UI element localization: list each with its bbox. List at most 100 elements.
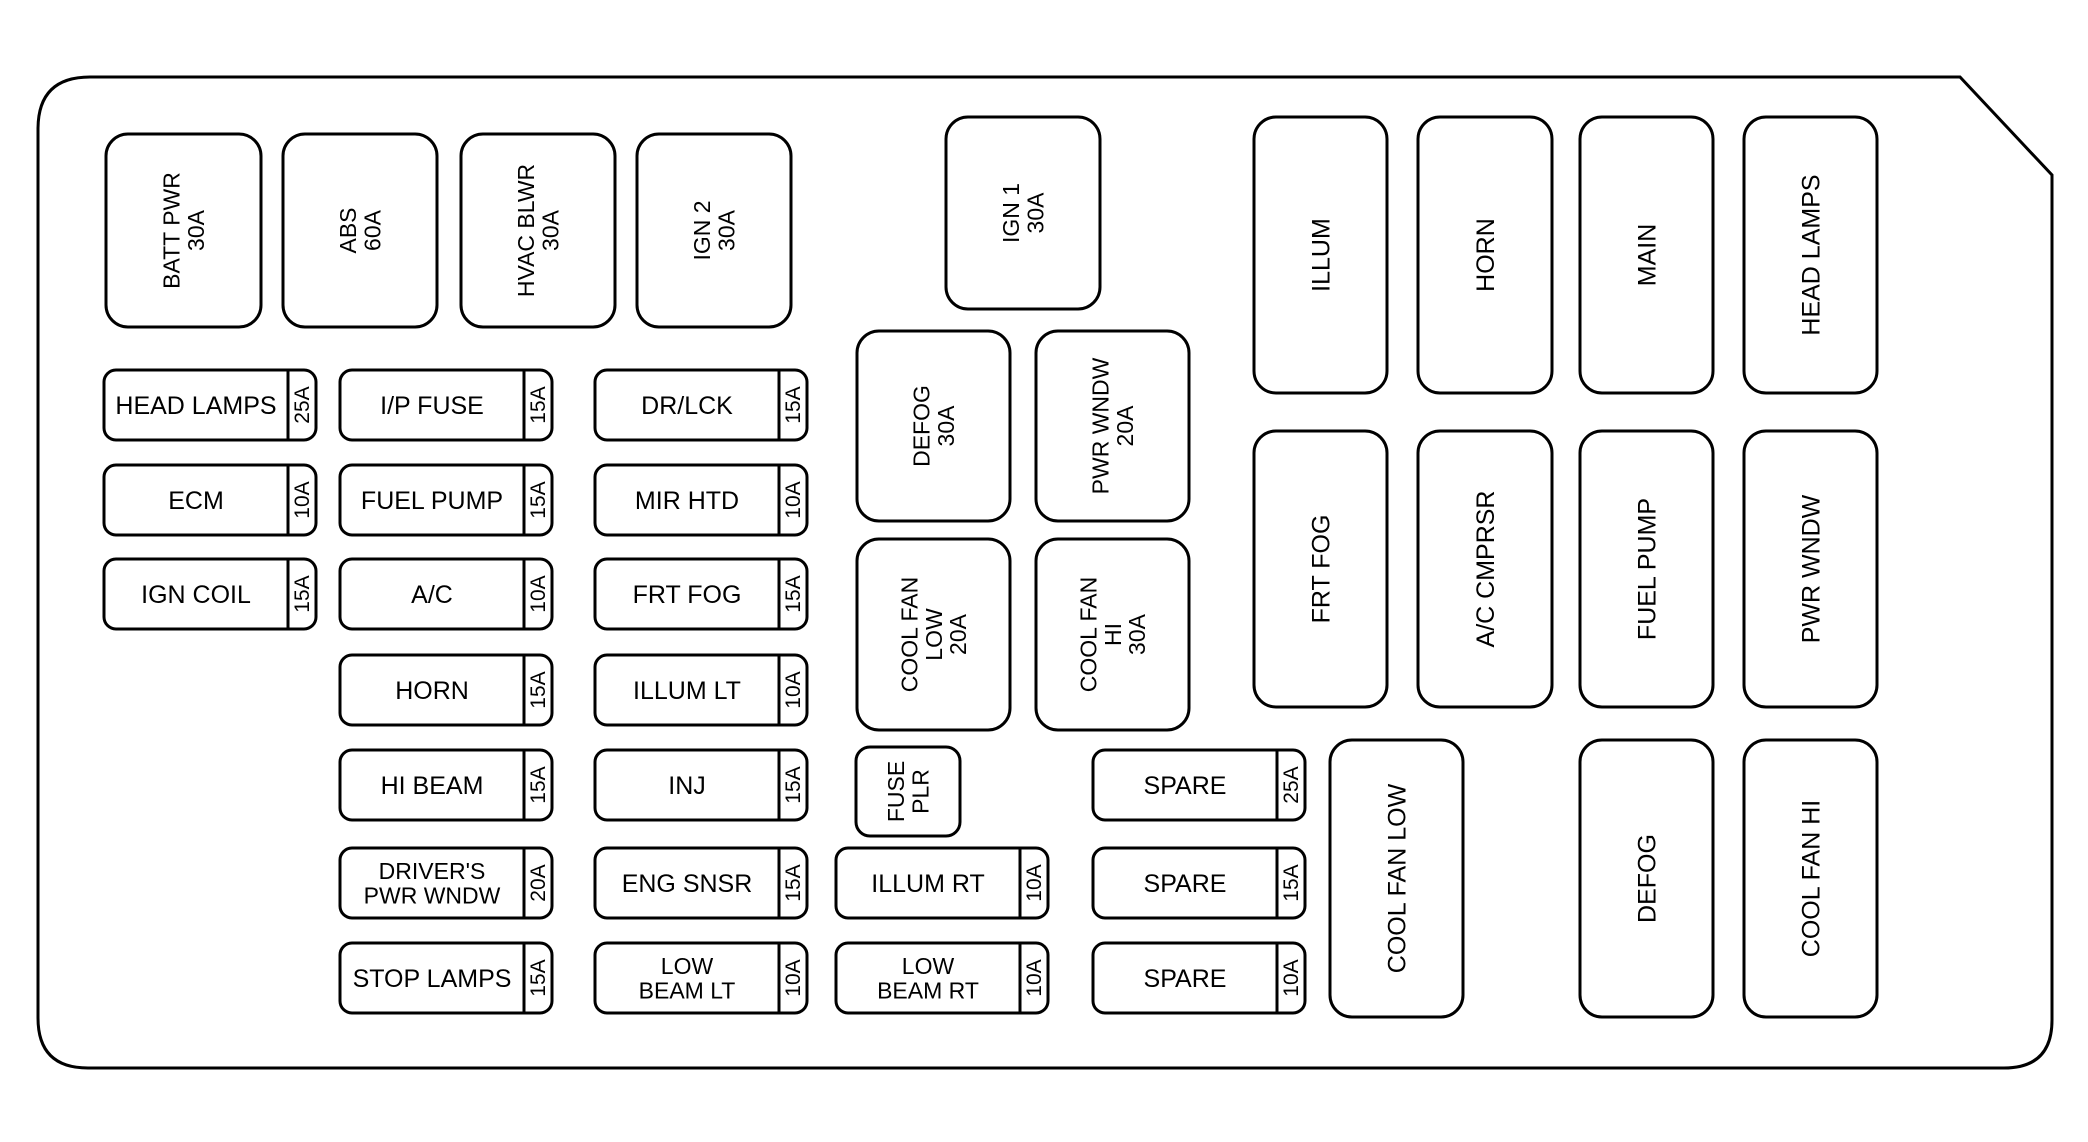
maxi-fuse-ign1[interactable]: IGN 130A: [944, 115, 1102, 311]
fuse-label: A/C: [411, 581, 453, 609]
relay-illum-relay[interactable]: ILLUM: [1252, 115, 1389, 395]
relay-defog-relay[interactable]: DEFOG: [1578, 738, 1715, 1019]
relay-body: [1328, 738, 1465, 1019]
fuse-rating: 10A: [1023, 864, 1046, 901]
fuse-body: [944, 115, 1102, 311]
relay-head-lamps-relay[interactable]: HEAD LAMPS: [1742, 115, 1879, 395]
fuse-body: [281, 132, 439, 329]
relay-label: COOL FAN LOW: [1384, 783, 1412, 973]
fuse-puller-body: [854, 745, 962, 838]
relay-ac-cmprsr-relay[interactable]: A/C CMPRSR: [1416, 429, 1554, 709]
relay-label: HEAD LAMPS: [1798, 174, 1826, 335]
relay-cool-fan-hi-relay[interactable]: COOL FAN HI: [1742, 738, 1879, 1019]
fuse-label: BATT PWR30A: [159, 172, 209, 289]
fuse-rating: 10A: [291, 481, 314, 518]
maxi-fuse-batt-pwr[interactable]: BATT PWR30A: [104, 132, 263, 329]
fuse-rating: 10A: [527, 575, 550, 612]
maxi-fuse-hvac-blwr[interactable]: HVAC BLWR30A: [459, 132, 617, 329]
relay-body: [1252, 429, 1389, 709]
fuse-body: [338, 463, 554, 537]
fuse-puller-label-line: FUSE: [883, 761, 909, 822]
relay-pwr-wndw-relay[interactable]: PWR WNDW: [1742, 429, 1879, 709]
relay-fuel-pump-relay[interactable]: FUEL PUMP: [1578, 429, 1715, 709]
mid-fuse-cool-fan-low-fuse[interactable]: COOL FANLOW20A: [855, 537, 1012, 732]
relay-main-relay[interactable]: MAIN: [1578, 115, 1715, 395]
mini-fuse-illum-lt[interactable]: ILLUM LT 10A: [593, 653, 809, 727]
fuse-label-line: HVAC BLWR: [513, 164, 539, 297]
fuse-body: [102, 557, 318, 631]
fuse-label-line: I/P FUSE: [380, 392, 484, 420]
fuse-label: IGN 230A: [689, 200, 739, 260]
fuse-block-outline: [36, 75, 2054, 1070]
relay-frt-fog-relay[interactable]: FRT FOG: [1252, 429, 1389, 709]
fuse-body: [855, 537, 1012, 732]
maxi-fuse-ign2[interactable]: IGN 230A: [635, 132, 793, 329]
fuse-label: I/P FUSE: [380, 392, 484, 420]
mid-fuse-defog-fuse[interactable]: DEFOG30A: [855, 329, 1012, 523]
fuse-label-line: HI BEAM: [381, 772, 484, 800]
fuse-body: [338, 368, 554, 442]
relay-label: DEFOG: [1634, 834, 1662, 923]
fuse-label: ILLUM LT: [633, 677, 741, 705]
mini-fuse-ip-fuse[interactable]: I/P FUSE 15A: [338, 368, 554, 442]
fuse-body: [102, 368, 318, 442]
fuse-label-line: COOL FAN: [897, 577, 923, 692]
relay-label: FRT FOG: [1308, 515, 1336, 624]
fuse-label: ABS60A: [335, 207, 385, 253]
fuse-body: [338, 941, 554, 1015]
fuse-rating: 20A: [527, 864, 550, 901]
fuse-rating: 15A: [527, 386, 550, 423]
fuse-body: [104, 132, 263, 329]
fuse-label-line: BEAM RT: [877, 977, 979, 1003]
fuse-body: [593, 846, 809, 920]
fuse-body: [834, 941, 1050, 1015]
relay-body: [1578, 738, 1715, 1019]
maxi-fuse-abs[interactable]: ABS60A: [281, 132, 439, 329]
relay-horn-relay[interactable]: HORN: [1416, 115, 1554, 395]
mid-fuse-cool-fan-hi-fuse[interactable]: COOL FANHI30A: [1034, 537, 1191, 732]
relay-body: [1742, 429, 1879, 709]
fuse-label: COOL FANHI30A: [1076, 577, 1150, 692]
relay-cool-fan-low-relay[interactable]: COOL FAN LOW: [1328, 738, 1465, 1019]
fuse-label-line: MIR HTD: [635, 487, 739, 515]
relay-body: [1578, 429, 1715, 709]
fuse-label-line: 30A: [933, 405, 959, 447]
fuse-label-line: DEFOG: [909, 385, 935, 467]
fuse-rating: 15A: [782, 766, 805, 803]
fuse-puller[interactable]: FUSEPLR: [854, 745, 962, 838]
fuse-label: HI BEAM: [381, 772, 484, 800]
fuse-body: [338, 557, 554, 631]
fuse-label-line: DR/LCK: [641, 392, 733, 420]
fuse-rating: 15A: [1280, 864, 1303, 901]
fuse-label-line: COOL FAN: [1076, 577, 1102, 692]
mini-fuse-ac[interactable]: A/C 10A: [338, 557, 554, 631]
fuse-puller-label-line: PLR: [907, 769, 933, 814]
fuse-rating: 10A: [782, 671, 805, 708]
fuse-label-line: PWR WNDW: [1088, 357, 1114, 494]
fuse-rating: 15A: [527, 481, 550, 518]
fuse-label-line: A/C: [411, 581, 453, 609]
relay-label: MAIN: [1634, 224, 1662, 287]
mid-fuse-pwr-wndw-fuse[interactable]: PWR WNDW20A: [1034, 329, 1191, 523]
fuse-label-line: 20A: [945, 613, 971, 655]
